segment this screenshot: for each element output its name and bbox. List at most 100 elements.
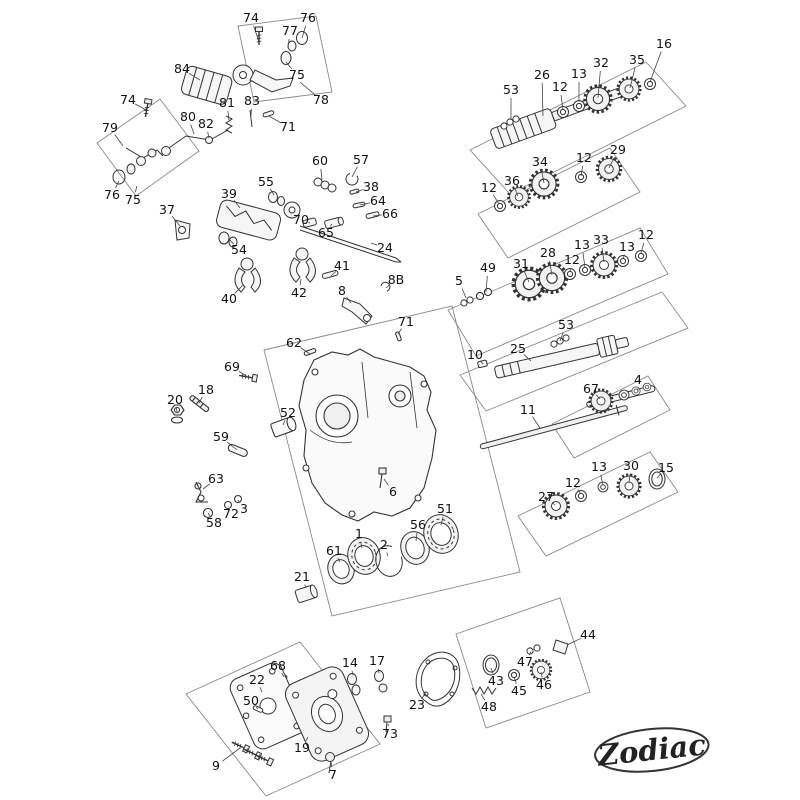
leader-line [600,474,604,486]
part-number-label: 59 [213,429,229,444]
part-number-label: 31 [513,256,529,271]
bolt-74-top-drawing [254,26,264,46]
gear-35-drawing [616,76,642,102]
bushing-52-drawing [270,416,297,438]
leader-line [415,532,418,542]
leader-line [514,188,519,197]
pawl-carrier-79-drawing [125,147,164,159]
leader-line [346,297,352,304]
box-gear27-group [517,451,679,557]
part-number-label: 36 [504,173,520,188]
part-number-label: 21 [294,569,310,584]
leader-line [351,670,354,676]
pin-59-drawing [227,443,248,457]
pushrod-11-drawing [479,404,628,450]
spacer-61-drawing [327,553,355,585]
lower-right-gear-group-drawing [542,468,666,520]
kickstarter-parts-drawing [471,639,569,696]
washer-12c-drawing [575,171,587,183]
pin-71b-drawing [395,331,402,342]
part-number-label: 19 [294,740,310,755]
part-number-label: 28 [540,245,556,260]
leader-line [461,288,467,299]
washer-12f-drawing [575,490,587,502]
part-number-label: 68 [270,658,286,673]
leader-line [299,81,316,96]
box-gear-row-group [477,147,641,259]
part-number-label: 12 [576,150,592,165]
lever-80-drawing [165,129,229,151]
leader-line [656,473,661,479]
leader-line [282,420,286,426]
leader-line [440,516,444,526]
gasket-22-drawing [229,662,307,750]
part-number-label: 70 [293,212,309,227]
leader-line [269,188,275,196]
washer-12b-drawing [494,200,506,212]
part-number-label: 4 [634,372,642,387]
spring-81-drawing [225,115,233,134]
leader-line [622,254,625,260]
ring-76-drawing [296,31,308,45]
part-number-label: 23 [409,697,425,712]
pin-83-drawing [249,109,253,128]
zodiac-logo-text: Zodiac [595,727,708,772]
leader-line [355,189,364,193]
part-number-label: 63 [208,471,224,486]
gasket-23-drawing [415,651,461,707]
washer-13c-drawing [617,255,629,267]
part-number-label: 53 [558,317,574,332]
part-number-label: 12 [565,475,581,490]
shifter-rod-24-drawing [299,225,402,263]
part-number-label: 15 [658,460,674,475]
gear-28-drawing [535,261,569,295]
leader-line [337,557,341,563]
leader-line [300,347,311,355]
part-number-label: 20 [167,392,183,407]
leader-line [351,166,358,178]
leader-line [285,61,293,70]
mainshaft-assembly-drawing [490,76,656,149]
washer-13-drawing [573,100,585,112]
box-pawl-carrier-group [96,98,200,197]
seal-56-drawing [400,531,430,565]
leader-line [190,124,195,135]
leader-line [229,239,234,245]
washer-3-drawing [233,494,243,504]
part-number-label: 65 [318,225,334,240]
leader-line [523,271,530,283]
nut-20-drawing [170,404,185,424]
part-number-label: 71 [280,119,296,134]
part-number-label: 84 [174,61,190,76]
countershaft-25-drawing [477,334,629,379]
part-number-label: 41 [334,258,350,273]
gear-30-drawing [616,473,642,499]
leader-line [541,82,544,117]
part-number-label: 13 [591,459,607,474]
leader-line [115,180,120,189]
snap-ring-2-drawing [375,545,403,577]
transmission-case-drawing [170,348,437,522]
pin-41-drawing [321,270,339,279]
part-number-label: 16 [656,36,672,51]
box-case-group [263,305,521,617]
leader-line [480,360,484,365]
washer-16-drawing [644,78,656,90]
shift-drum-39-drawing [216,199,282,241]
part-number-label: 45 [511,683,527,698]
leader-line [207,512,211,517]
leader-line [649,51,662,83]
side-covers-drawing [229,662,370,774]
zodiac-logo: Zodiac [594,727,710,773]
leader-line [237,499,240,503]
leader-line [268,115,282,124]
part-number-label: 13 [619,239,635,254]
part-number-label: 80 [180,109,196,124]
part-number-label: 17 [369,653,385,668]
part-number-label: 13 [574,237,590,252]
ring-76b-drawing [112,169,126,185]
leader-line [233,200,241,209]
leader-line [301,25,307,39]
part-number-label: 75 [125,192,141,207]
